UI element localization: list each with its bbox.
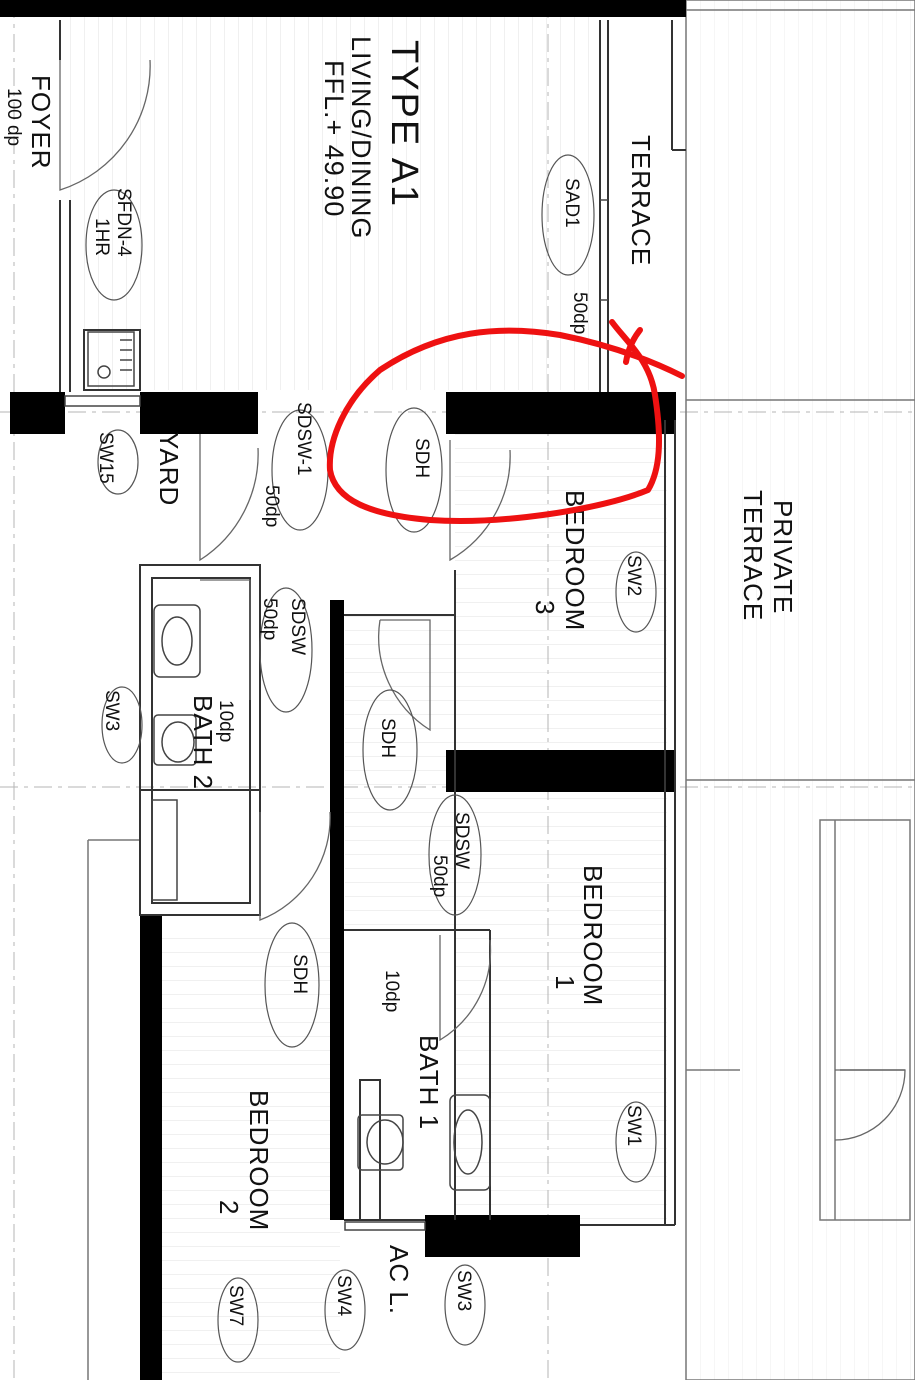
plan-labels: TYPE A1 LIVING/DINING FFL.+ 49.90 FOYER … xyxy=(3,36,798,1326)
room-terrace: TERRACE xyxy=(626,135,656,266)
drop-sdsw-bath1: 50dp xyxy=(429,855,450,897)
tag-sw7: SW7 xyxy=(225,1285,246,1326)
partitions xyxy=(59,20,686,1226)
plan-title: TYPE A1 xyxy=(383,40,425,208)
basin-bath2-icon xyxy=(153,604,201,678)
room-bedroom1-number: 1 xyxy=(550,975,580,990)
markup-stroke xyxy=(623,327,643,365)
tag-sad1: SAD1 xyxy=(561,178,582,228)
room-bath2: BATH 2 xyxy=(188,695,218,790)
room-bath1: BATH 1 xyxy=(414,1035,444,1130)
red-markup-annotation xyxy=(326,319,685,524)
tag-sw3-bath2: SW3 xyxy=(101,690,122,731)
tag-sw3-acl: SW3 xyxy=(453,1270,474,1311)
toilet-bath2-icon xyxy=(153,714,197,766)
room-bedroom2: BEDROOM xyxy=(244,1090,274,1231)
tag-sdh-bedroom3: SDH xyxy=(411,438,432,478)
tag-sdsw-bath1: SDSW xyxy=(451,812,472,869)
structural-walls xyxy=(0,0,686,1380)
shower-bath2-icon xyxy=(151,799,178,901)
tag-sdh-bedroom2: SDH xyxy=(289,954,310,994)
room-foyer: FOYER xyxy=(26,75,56,170)
room-bedroom3-number: 3 xyxy=(530,600,560,615)
tag-sfdn-4: SFDN-4 xyxy=(113,188,134,257)
room-bedroom1: BEDROOM xyxy=(578,865,608,1006)
drop-sdsw-bath2: 50dp xyxy=(259,598,280,640)
markup-loop xyxy=(326,319,685,524)
tag-sw2: SW2 xyxy=(623,555,644,596)
tag-sdsw-bath2: SDSW xyxy=(287,598,308,655)
window-frames xyxy=(64,199,608,1231)
drop-bath2: 10dp xyxy=(215,700,236,742)
plan-level: FFL.+ 49.90 xyxy=(319,60,349,217)
plan-subtitle: LIVING/DINING xyxy=(346,36,376,240)
tag-sfdn-1hr: 1HR xyxy=(91,218,112,256)
sink-foyer-icon xyxy=(87,331,135,387)
tag-sw1: SW1 xyxy=(623,1105,644,1146)
room-private-terrace-1: PRIVATE xyxy=(768,500,798,614)
drop-bath1: 10dp xyxy=(381,970,402,1012)
drop-sdsw-1: 50dp xyxy=(261,485,282,527)
drop-terrace: 50dp xyxy=(569,292,590,334)
room-bedroom2-number: 2 xyxy=(214,1200,244,1215)
bath-fixtures xyxy=(87,331,491,1191)
room-private-terrace-2: TERRACE xyxy=(738,490,768,621)
tag-bubbles xyxy=(85,154,657,1363)
room-foyer-dp: 100 dp xyxy=(3,88,24,146)
tag-sdsw-1: SDSW-1 xyxy=(293,402,314,476)
tag-sw15: SW15 xyxy=(95,432,116,484)
room-ac-ledge: AC L. xyxy=(384,1245,414,1315)
basin-bath1-icon xyxy=(449,1094,491,1191)
tag-sw4: SW4 xyxy=(333,1275,354,1317)
room-yard: YARD xyxy=(154,432,184,506)
floor-finish-hatching xyxy=(60,0,915,1380)
door-swings xyxy=(59,59,906,1141)
tag-sdh-corridor: SDH xyxy=(377,718,398,758)
